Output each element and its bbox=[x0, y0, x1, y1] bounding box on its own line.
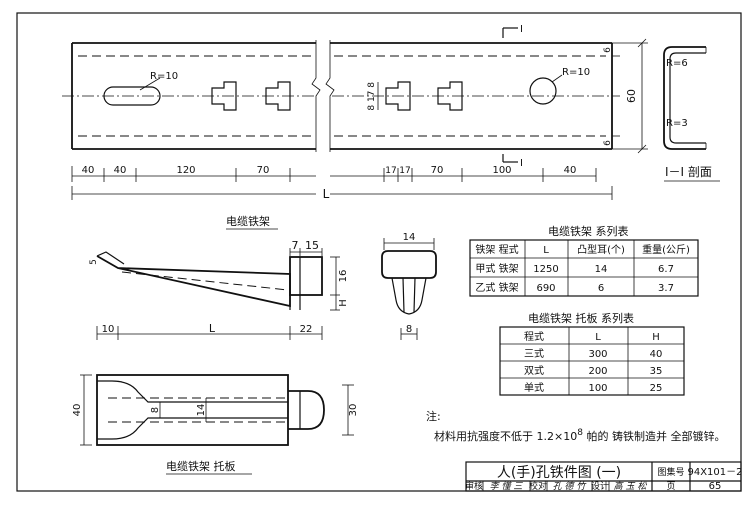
review-signature: 李 懂 三 bbox=[490, 481, 524, 492]
tray-series-table: 电缆铁架 托板 系列表 程式 L H 三式 300 40 双式 200 35 单… bbox=[499, 311, 685, 396]
t1-header-4: 重量(公斤) bbox=[642, 243, 690, 256]
check-label: 校对 bbox=[529, 480, 547, 492]
bracket-dim-22: 22 bbox=[300, 324, 313, 335]
section-view: R=6 R=3 I－I 剖面 bbox=[663, 46, 720, 182]
section-mark-top: I bbox=[520, 24, 523, 35]
note-text-post: 帕的 铸铁制造并 全部镀锌。 bbox=[583, 429, 726, 443]
t1-r1-c3: 14 bbox=[595, 264, 608, 275]
tray-dim-40: 40 bbox=[72, 404, 83, 417]
edge-dim-top: 6 bbox=[603, 47, 613, 53]
t2-r3-c3: 25 bbox=[650, 383, 663, 394]
dim-right-5: 40 bbox=[564, 165, 577, 176]
section-radius-bottom: R=3 bbox=[666, 118, 688, 129]
table2-title: 电缆铁架 托板 系列表 bbox=[528, 311, 634, 325]
bracket-side-view: 电缆铁架 7 15 5 16 H 10 L 22 bbox=[89, 215, 349, 340]
t1-r1-c1: 甲式 铁架 bbox=[475, 262, 518, 275]
section-title: I－I 剖面 bbox=[665, 165, 712, 179]
tray-dim-30: 30 bbox=[348, 404, 359, 417]
lug-dims-label: 8 17 8 bbox=[367, 82, 377, 111]
dim-right-2: 17 bbox=[399, 166, 410, 176]
edge-dim-bottom: 6 bbox=[603, 140, 613, 146]
t1-header-3: 凸型耳(个) bbox=[577, 243, 625, 256]
note-text: 材料用抗强度不低于 1.2×108 帕的 铸铁制造并 全部镀锌。 bbox=[434, 428, 725, 443]
lug-cutout-1 bbox=[211, 81, 237, 111]
bracket-dim-5: 5 bbox=[89, 259, 99, 265]
bracket-title: 电缆铁架 bbox=[226, 215, 270, 228]
round-hole bbox=[529, 77, 557, 105]
t2-r1-c3: 40 bbox=[650, 349, 663, 360]
dim-left-4: 70 bbox=[257, 165, 270, 176]
lug-cutout-4 bbox=[437, 81, 463, 111]
t2-r1-c1: 三式 bbox=[524, 347, 544, 360]
section-mark-bottom: I bbox=[520, 158, 523, 169]
bracket-dim-7: 7 bbox=[292, 239, 299, 252]
note-text-sup: 8 bbox=[577, 428, 583, 438]
t1-header-1: 铁架 程式 bbox=[475, 243, 518, 256]
t2-header-3: H bbox=[652, 332, 660, 343]
slot-radius-label: R=10 bbox=[150, 71, 178, 82]
t1-r2-c4: 3.7 bbox=[658, 283, 674, 294]
atlas-number: 94X101－2 bbox=[687, 467, 742, 478]
slot-hole bbox=[103, 86, 161, 106]
dim-right-4: 100 bbox=[492, 165, 511, 176]
page-label: 页 bbox=[666, 481, 675, 492]
dim-left-3: 120 bbox=[176, 165, 195, 176]
t2-r1-c2: 300 bbox=[588, 349, 607, 360]
check-signature: 孔 德 竹 bbox=[553, 481, 588, 492]
bracket-end-view: 14 8 bbox=[381, 232, 437, 340]
tray-dim-14: 14 bbox=[196, 404, 207, 417]
dim-right-3: 70 bbox=[431, 165, 444, 176]
title-block-title: 人(手)孔铁件图 (一) bbox=[497, 465, 621, 481]
t2-r3-c2: 100 bbox=[588, 383, 607, 394]
section-radius-top: R=6 bbox=[666, 58, 688, 69]
t2-r2-c3: 35 bbox=[650, 366, 663, 377]
bracket-dim-H: H bbox=[338, 299, 349, 307]
t1-r2-c2: 690 bbox=[536, 283, 555, 294]
tray-plan-view: 40 8 14 30 电缆铁架 托板 bbox=[72, 374, 359, 475]
sheet-border bbox=[16, 12, 742, 492]
bracket-dim-L: L bbox=[209, 322, 216, 335]
table1-title: 电缆铁架 系列表 bbox=[548, 224, 629, 238]
t2-r3-c1: 单式 bbox=[524, 381, 544, 394]
t1-r1-c4: 6.7 bbox=[658, 264, 674, 275]
overall-length-label: L bbox=[323, 187, 330, 201]
end-dim-8: 8 bbox=[406, 324, 412, 335]
bracket-series-table: 电缆铁架 系列表 铁架 程式 L 凸型耳(个) 重量(公斤) 甲式 铁架 125… bbox=[469, 224, 699, 297]
review-label: 审核 bbox=[465, 480, 483, 492]
t2-header-1: 程式 bbox=[524, 330, 544, 343]
t1-r2-c3: 6 bbox=[598, 283, 604, 294]
dim-left-1: 40 bbox=[82, 165, 95, 176]
dim-left-2: 40 bbox=[114, 165, 127, 176]
bracket-dim-10: 10 bbox=[102, 324, 115, 335]
lug-cutout-3 bbox=[385, 81, 411, 111]
bracket-dim-15: 15 bbox=[305, 239, 319, 252]
tray-dim-8: 8 bbox=[150, 407, 161, 413]
t2-r2-c2: 200 bbox=[588, 366, 607, 377]
hole-radius-label: R=10 bbox=[562, 67, 590, 78]
tray-title: 电缆铁架 托板 bbox=[166, 459, 236, 473]
t1-header-2: L bbox=[543, 245, 549, 256]
t2-r2-c1: 双式 bbox=[524, 364, 544, 377]
t1-r1-c2: 1250 bbox=[533, 264, 558, 275]
note-text-pre: 材料用抗强度不低于 1.2×10 bbox=[434, 429, 577, 443]
bracket-dim-16: 16 bbox=[338, 270, 349, 283]
t1-r2-c1: 乙式 铁架 bbox=[475, 281, 518, 294]
design-label: 设计 bbox=[591, 480, 609, 492]
channel-plan-view: R=10 8 17 8 R=10 I I 60 6 6 bbox=[62, 24, 648, 201]
dim-right-1: 17 bbox=[385, 166, 396, 176]
note-label: 注: bbox=[426, 409, 441, 423]
height-dim-label: 60 bbox=[625, 89, 638, 103]
end-dim-14: 14 bbox=[403, 232, 416, 243]
atlas-label: 图集号 bbox=[657, 466, 684, 478]
page-number: 65 bbox=[709, 481, 722, 492]
note-block: 注: 材料用抗强度不低于 1.2×108 帕的 铸铁制造并 全部镀锌。 bbox=[426, 409, 725, 443]
title-block: 人(手)孔铁件图 (一) 图集号 94X101－2 审核 李 懂 三 校对 孔 … bbox=[465, 461, 743, 492]
design-signature: 高 玉 松 bbox=[614, 481, 648, 492]
lug-cutout-2 bbox=[265, 81, 291, 111]
t2-header-2: L bbox=[595, 332, 601, 343]
